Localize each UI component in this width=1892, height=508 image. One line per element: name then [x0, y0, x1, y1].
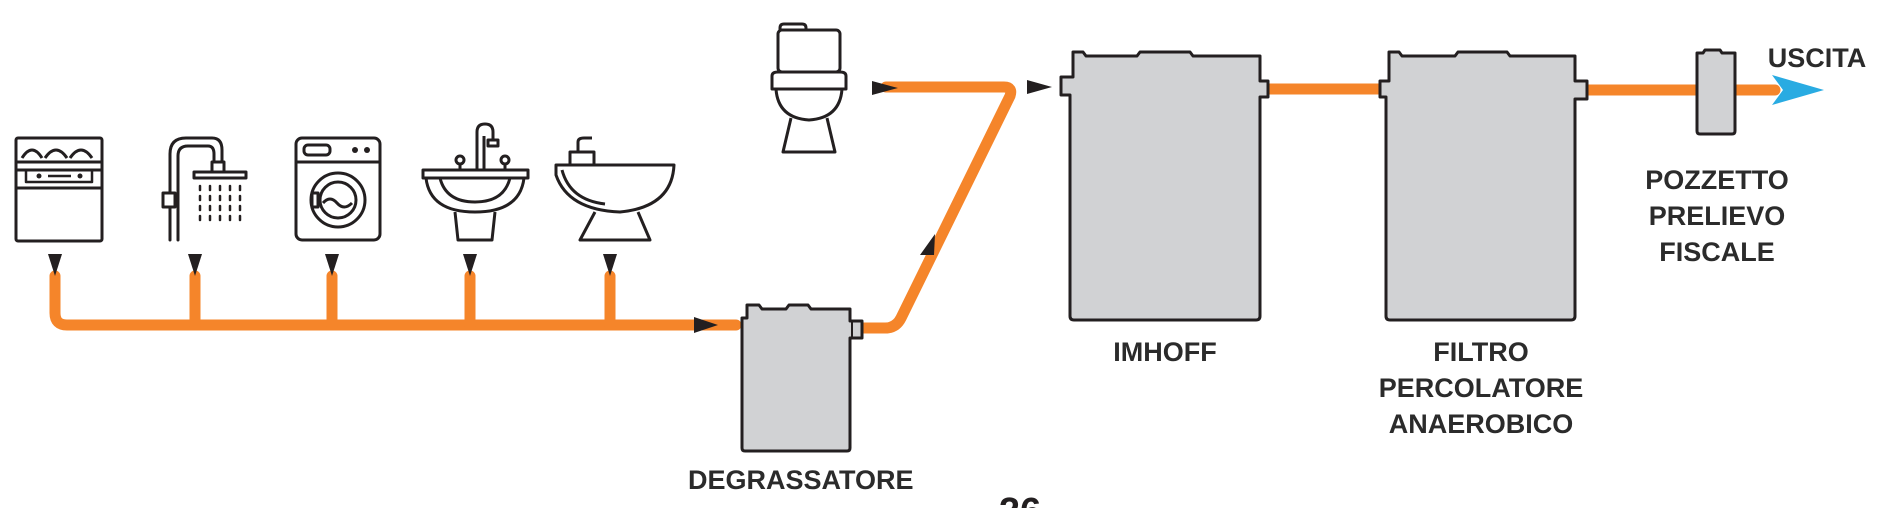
arrow-shower-icon: [188, 254, 202, 276]
arrow-riser-icon: [920, 234, 935, 255]
pozzetto-label-line-3: FISCALE: [1659, 237, 1775, 267]
shower-icon: [161, 136, 248, 242]
filtro-label-line-3: ANAEROBICO: [1388, 409, 1574, 439]
uscita-label: USCITA: [1767, 43, 1867, 73]
pipes: [49, 81, 1781, 334]
arrow-toilet-icon: [872, 81, 898, 95]
flow-arrows: [48, 80, 1052, 333]
washing-machine-icon: [294, 136, 382, 242]
arrow-degrassatore-inlet-icon: [694, 317, 718, 333]
imhoff-tank: [1059, 50, 1270, 322]
exit-arrow-icon: [1772, 75, 1824, 105]
arrow-sink-icon: [463, 254, 477, 276]
degrassatore-tank: [740, 303, 864, 453]
filtro-percolatore-label: FILTRO PERCOLATORE ANAEROBICO: [1368, 334, 1594, 442]
page-number-fragment: 26: [999, 491, 1041, 508]
pozzetto-label-line-1: POZZETTO: [1645, 165, 1789, 195]
arrow-washer-icon: [325, 254, 339, 276]
filtro-percolatore-tank: [1378, 50, 1589, 322]
arrow-imhoff-inlet-icon: [1027, 80, 1052, 94]
collector-pipe: [49, 270, 742, 331]
pozzetto-label-line-2: PRELIEVO: [1648, 201, 1786, 231]
bidet-icon: [554, 136, 676, 242]
degrassatore-label: DEGRASSATORE: [688, 465, 914, 495]
pozzetto-prelievo-tank: [1695, 48, 1737, 136]
riser-pipe: [849, 81, 1017, 334]
dishwasher-icon: [14, 136, 104, 243]
imhoff-label: IMHOFF: [1113, 337, 1217, 367]
toilet-icon: [770, 22, 848, 154]
arrow-bidet-icon: [603, 254, 617, 276]
arrow-dishwasher-icon: [48, 254, 62, 276]
filtro-label-line-2: PERCOLATORE: [1378, 373, 1584, 403]
pozzetto-label: POZZETTO PRELIEVO FISCALE: [1630, 162, 1804, 270]
sink-icon: [421, 122, 530, 242]
filtro-label-line-1: FILTRO: [1433, 337, 1529, 367]
